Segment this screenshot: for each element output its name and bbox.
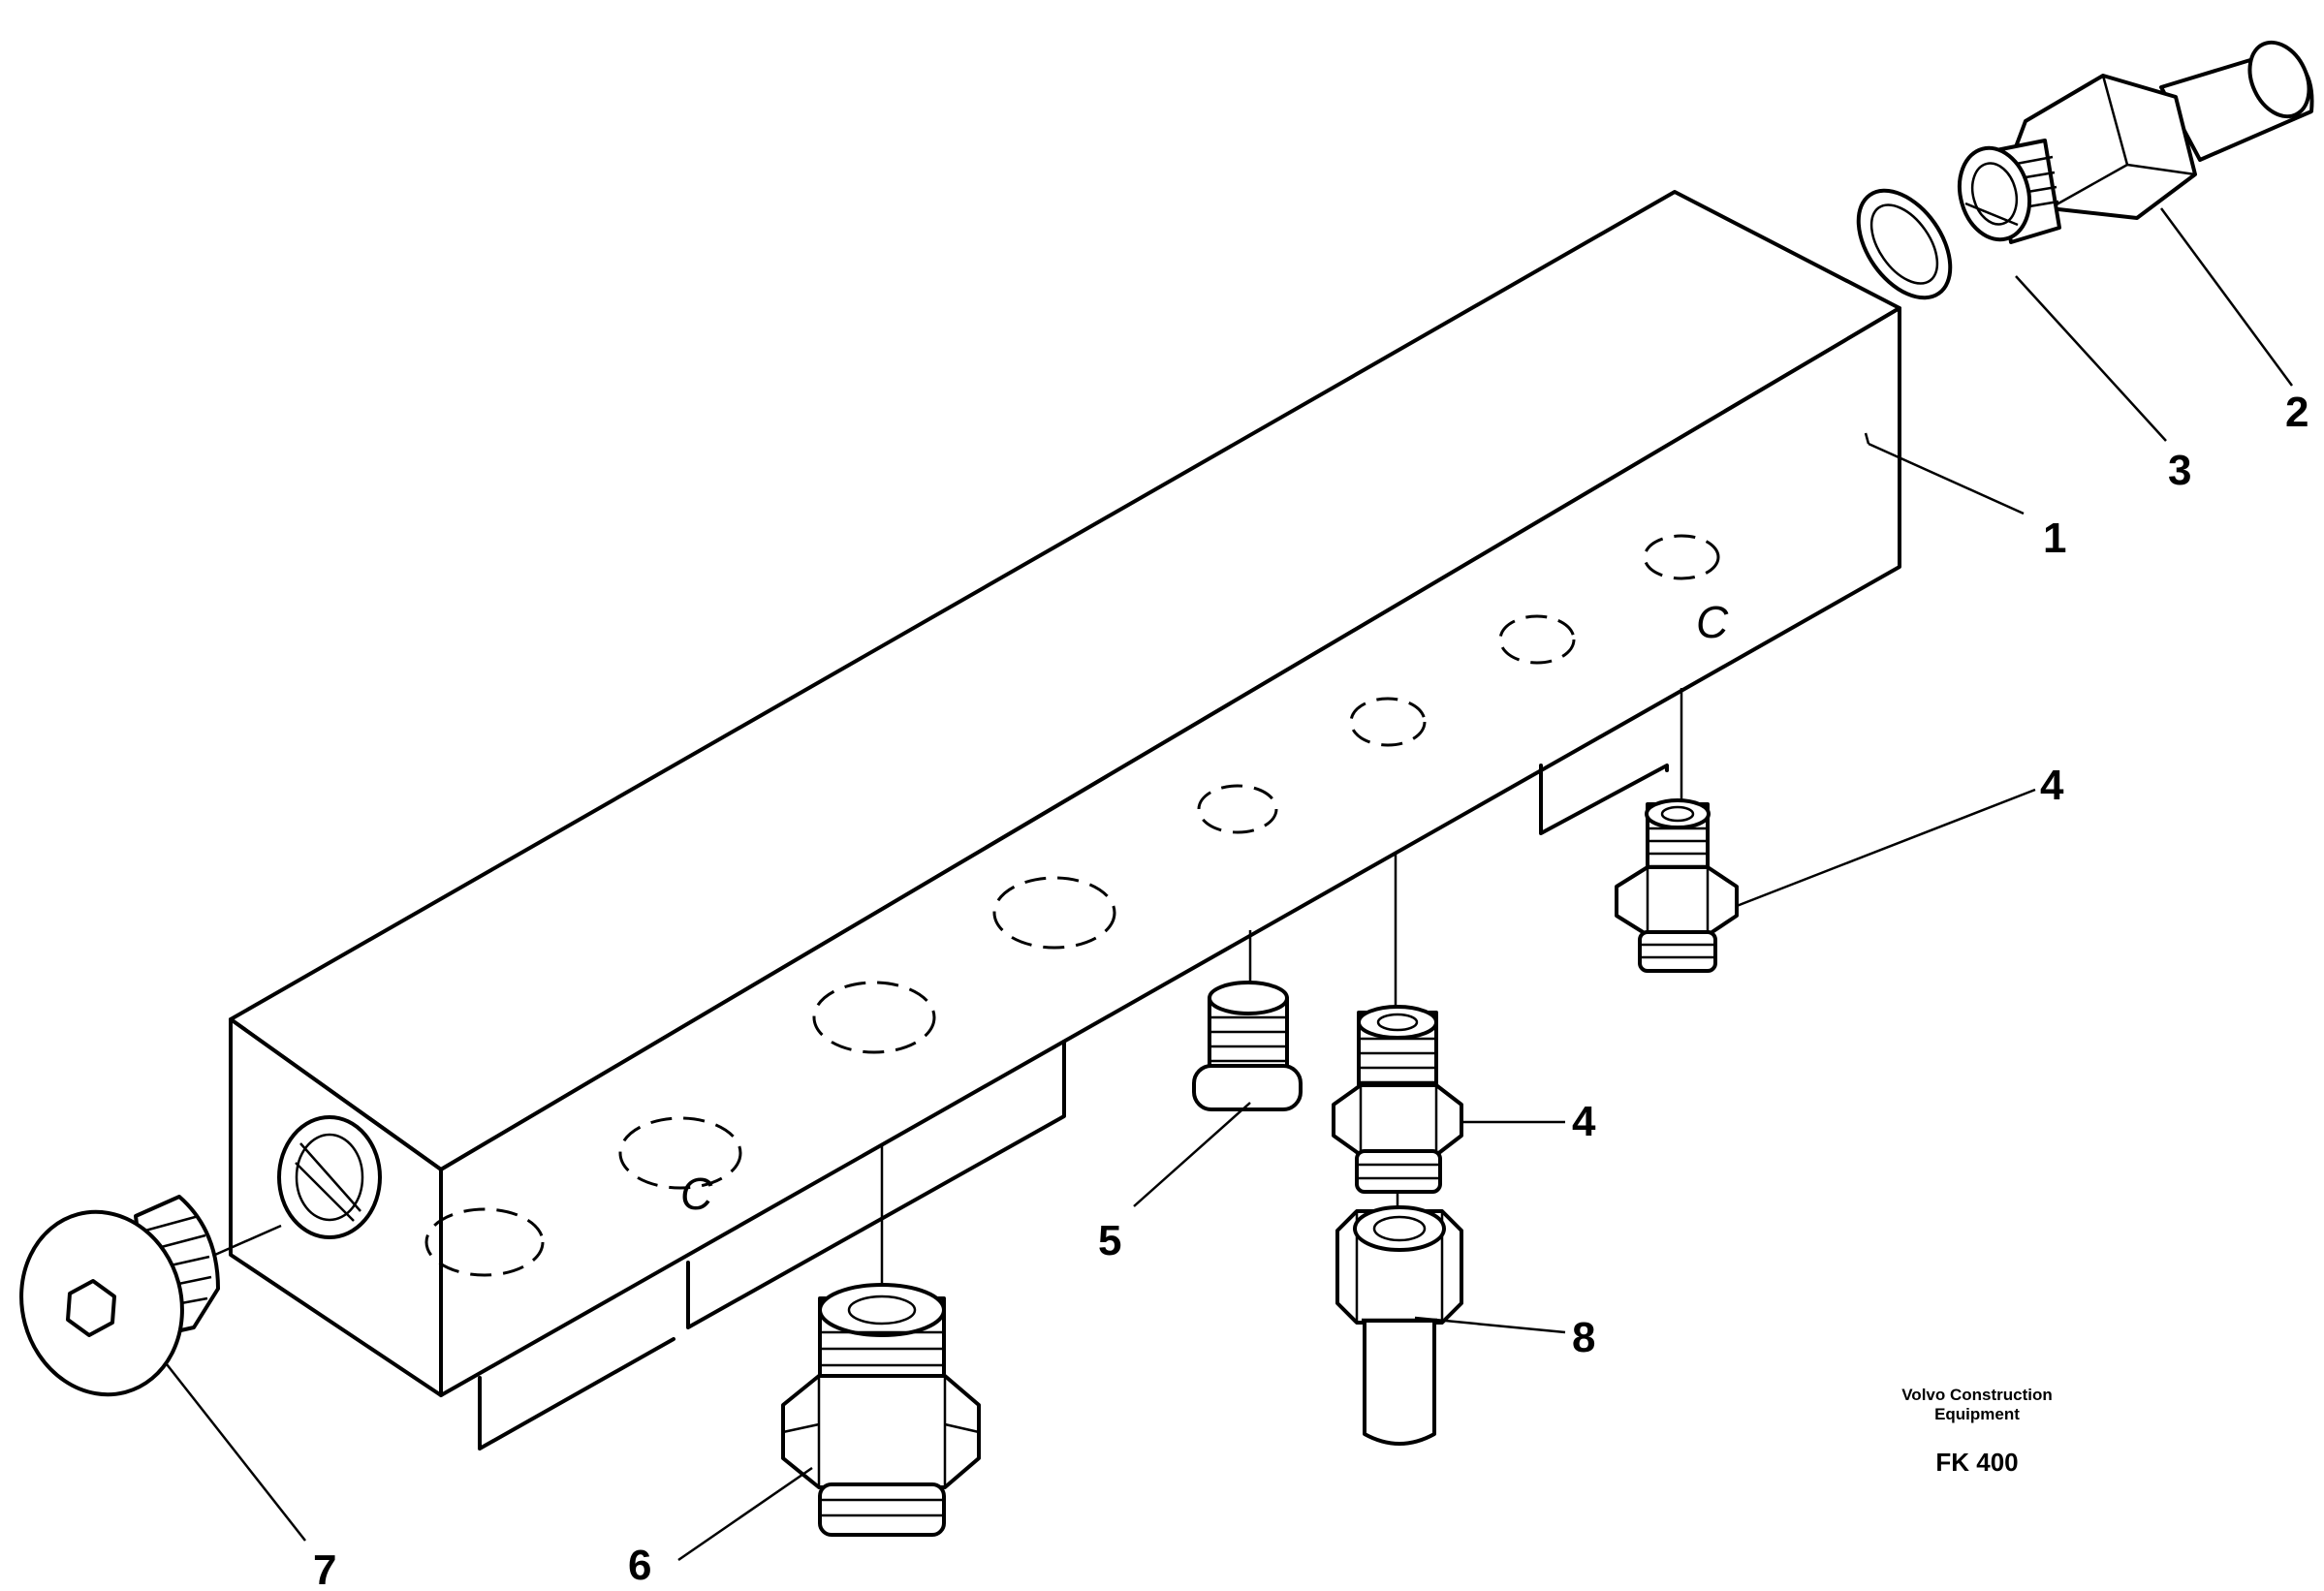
callout-7: 7 <box>313 1546 336 1591</box>
callout-2: 2 <box>2285 389 2308 436</box>
port-mark-c: C <box>1696 597 1729 647</box>
large-union-nipple <box>781 1145 981 1537</box>
brand-line-2: Equipment <box>1934 1405 2020 1423</box>
leader-lines <box>166 207 2294 1562</box>
callout-5: 5 <box>1098 1217 1121 1264</box>
pressure-sensor <box>1957 40 2314 244</box>
callout-3: 3 <box>2168 447 2191 494</box>
brand-line-1: Volvo Construction <box>1901 1386 2053 1404</box>
union-nipple <box>1615 688 1739 973</box>
brand-block: Volvo Construction Equipment FK 400 <box>1901 1386 2053 1477</box>
callout-6: 6 <box>628 1542 651 1589</box>
callout-8: 8 <box>1572 1314 1595 1361</box>
hex-socket-plug <box>19 1195 282 1397</box>
sealing-ring <box>1856 188 1953 300</box>
port-mark-c: C <box>680 1169 713 1219</box>
callout-4: 4 <box>2040 762 2064 809</box>
union-nipple <box>1332 853 1463 1216</box>
callout-1: 1 <box>2043 515 2066 562</box>
plug <box>1192 930 1303 1111</box>
temperature-sensor <box>1335 1205 1463 1446</box>
callout-4: 4 <box>1572 1098 1596 1145</box>
figure-code: FK 400 <box>1935 1448 2018 1477</box>
manifold-block: C C <box>229 190 1901 1451</box>
